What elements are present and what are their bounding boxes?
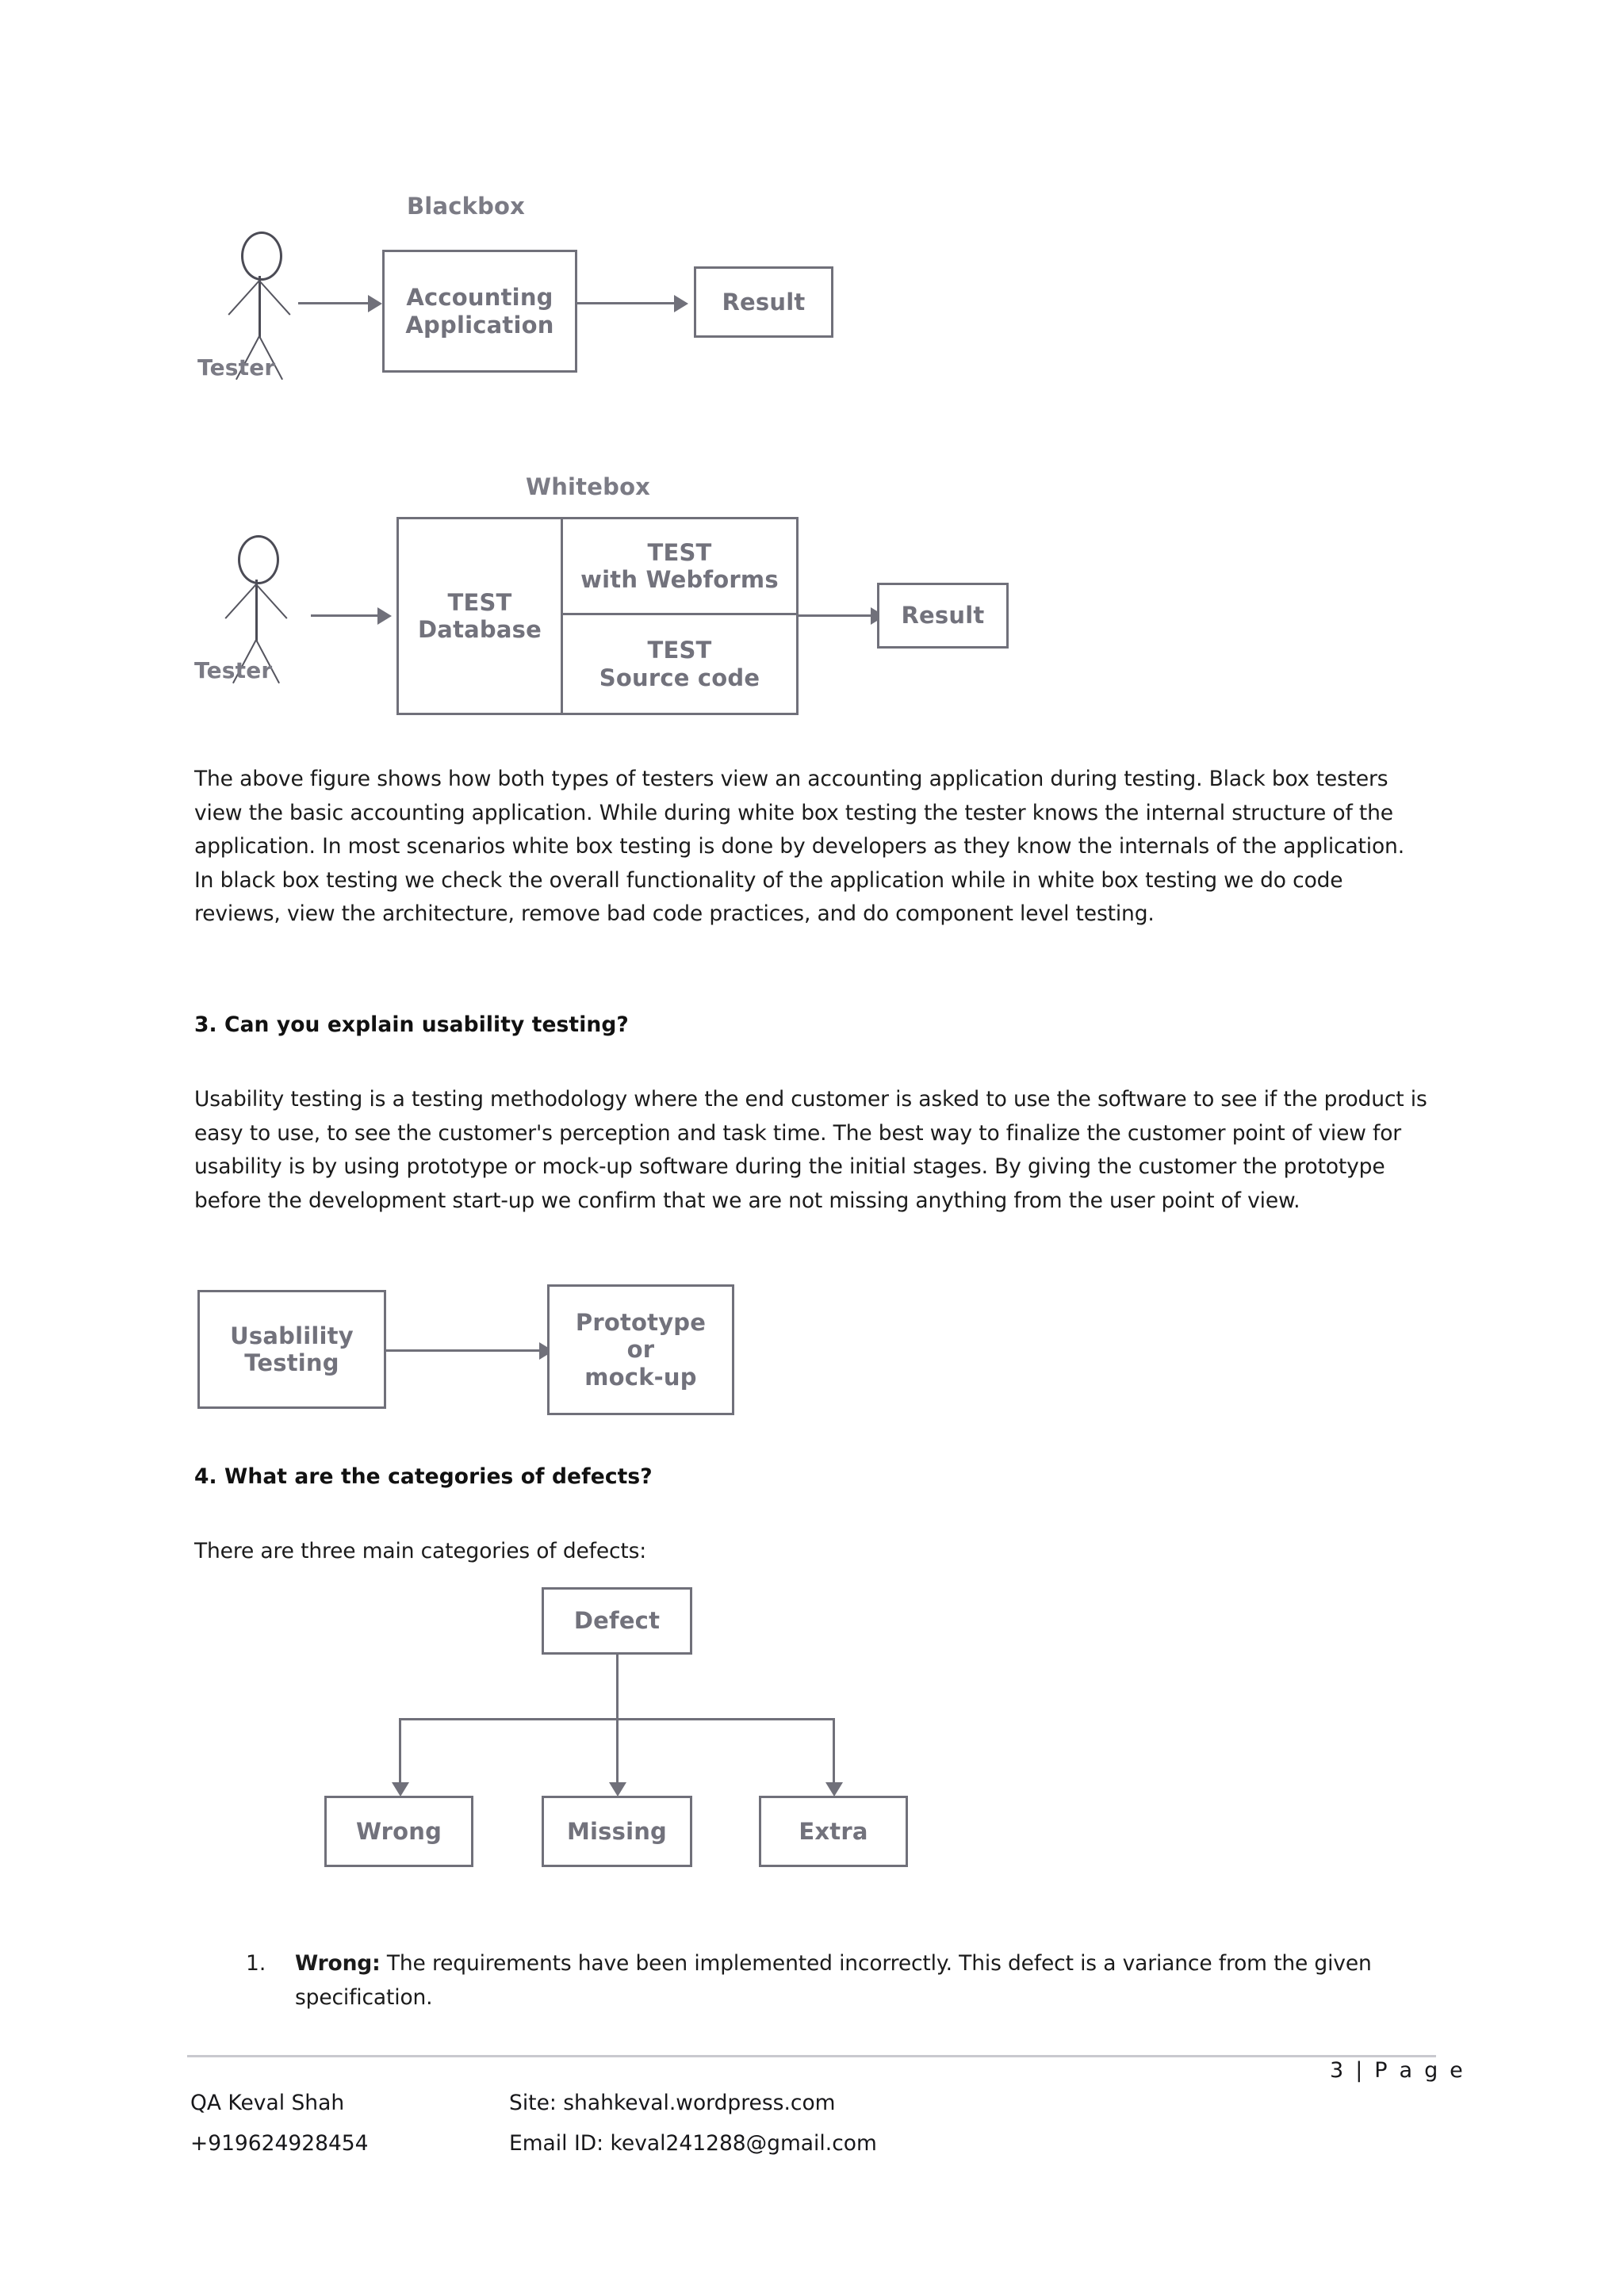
whitebox-actor-label: Tester (194, 657, 273, 683)
whitebox-test-sourcecode-cell: TEST Source code (563, 615, 796, 713)
list-item-number: 1. (246, 1951, 266, 1976)
prototype-line2: or (626, 1336, 655, 1364)
list-item: Wrong: The requirements have been implem… (295, 1947, 1397, 2015)
footer-phone: +919624928454 (190, 2131, 369, 2156)
defect-child-box-missing: Missing (542, 1796, 692, 1867)
test-database-line1: TEST (447, 588, 512, 616)
defect-child-box-wrong: Wrong (324, 1796, 473, 1867)
accounting-application-line2: Application (405, 311, 554, 339)
actor-arm-left (228, 280, 260, 316)
whitebox-divider-vertical (561, 517, 563, 715)
whitebox-divider-horizontal (561, 613, 799, 615)
blackbox-result-box: Result (694, 266, 833, 338)
test-webforms-line1: TEST (647, 538, 712, 566)
usability-testing-box: Usablility Testing (197, 1290, 386, 1409)
defect-tree-trunk (616, 1655, 619, 1720)
whitebox-result-box: Result (877, 583, 1009, 649)
arrow-head-tester-to-app (368, 295, 382, 312)
arrow-line-tester-to-whitebox (311, 614, 379, 617)
arrow-head-tester-to-whitebox (377, 607, 392, 625)
usability-testing-line1: Usablility (230, 1322, 354, 1349)
test-sourcecode-line1: TEST (647, 637, 712, 664)
list-item-term: Wrong: (295, 1951, 381, 1976)
footer-author-name: QA Keval Shah (190, 2091, 345, 2115)
accounting-application-box: Accounting Application (382, 250, 577, 373)
page-number: 3 | P a g e (1330, 2058, 1465, 2083)
defect-child-box-extra: Extra (759, 1796, 908, 1867)
question-3-heading: 3. Can you explain usability testing? (194, 1012, 629, 1037)
prototype-mockup-box: Prototype or mock-up (547, 1284, 734, 1415)
whitebox-test-webforms-cell: TEST with Webforms (563, 519, 796, 613)
whitebox-title: Whitebox (526, 473, 651, 500)
footer-email: Email ID: keval241288@gmail.com (509, 2131, 877, 2156)
arrow-line-app-to-result (577, 302, 676, 304)
actor-arm-left (224, 584, 257, 619)
blackbox-title: Blackbox (407, 193, 526, 220)
question-3-answer-paragraph: Usability testing is a testing methodolo… (194, 1087, 1427, 1213)
defect-tree-branch-extra (833, 1718, 835, 1785)
defect-tree-arrow-missing (609, 1782, 626, 1797)
defect-tree-branch-missing (616, 1718, 619, 1785)
prototype-line3: mock-up (584, 1363, 697, 1391)
figure-explanation-paragraph: The above figure shows how both types of… (194, 767, 1404, 926)
defect-tree-arrow-extra (825, 1782, 843, 1797)
test-database-line2: Database (418, 616, 542, 643)
test-webforms-line2: with Webforms (580, 566, 779, 593)
blackbox-actor-label: Tester (197, 354, 276, 381)
actor-torso (255, 580, 258, 641)
test-sourcecode-line2: Source code (599, 664, 760, 691)
actor-torso (259, 276, 261, 338)
defect-tree-branch-wrong (399, 1718, 401, 1785)
prototype-line1: Prototype (575, 1309, 707, 1337)
question-4-intro-paragraph: There are three main categories of defec… (194, 1539, 647, 1563)
defect-root-box: Defect (542, 1587, 692, 1655)
footer-divider (187, 2055, 1436, 2057)
arrow-line-whitebox-to-result (799, 614, 872, 617)
arrow-line-tester-to-app (298, 302, 370, 304)
accounting-application-line1: Accounting (406, 284, 553, 312)
actor-arm-right (255, 584, 288, 619)
tester-actor-icon-whitebox (224, 535, 289, 694)
arrow-line-usability-to-prototype (386, 1349, 542, 1352)
actor-head (238, 535, 279, 584)
actor-arm-right (259, 280, 291, 316)
actor-head (241, 232, 282, 281)
footer-site: Site: shahkeval.wordpress.com (509, 2091, 836, 2115)
tester-actor-icon-blackbox (228, 232, 293, 390)
usability-testing-line2: Testing (244, 1349, 339, 1376)
arrow-head-app-to-result (674, 295, 688, 312)
list-item-description: The requirements have been implemented i… (295, 1951, 1372, 2010)
defect-tree-arrow-wrong (392, 1782, 409, 1797)
question-4-heading: 4. What are the categories of defects? (194, 1464, 653, 1489)
whitebox-test-database-cell: TEST Database (399, 519, 561, 713)
